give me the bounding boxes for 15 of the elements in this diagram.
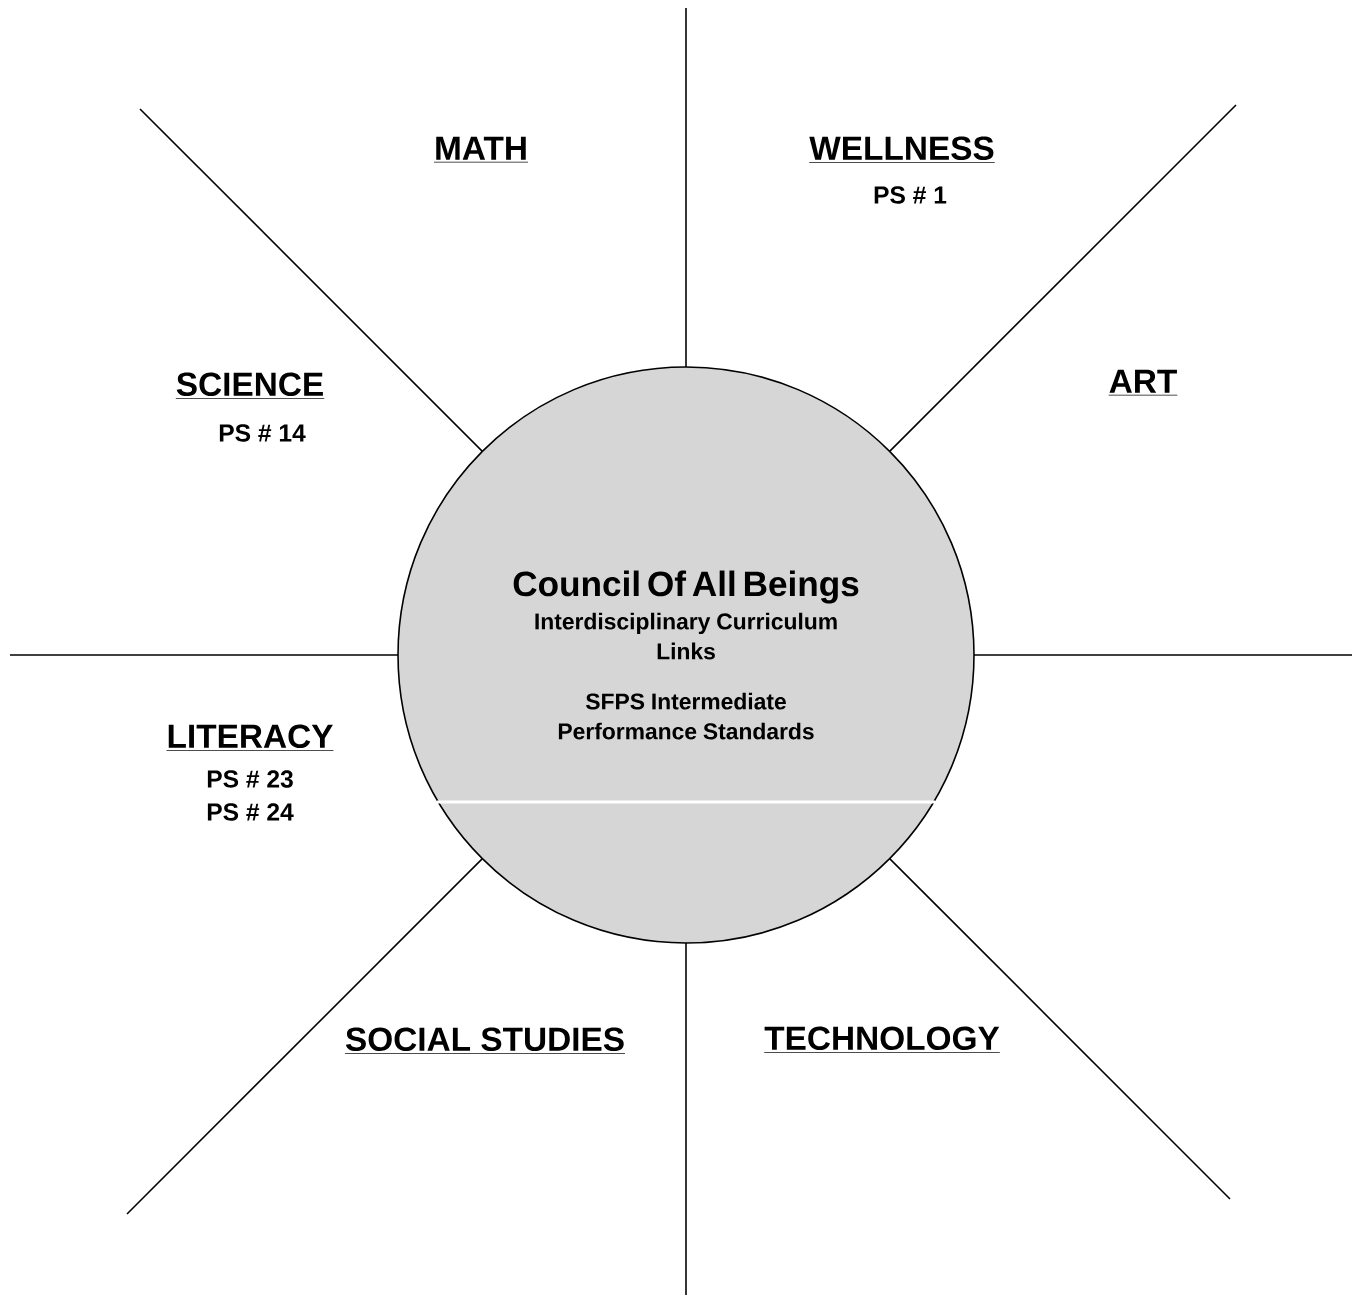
subject-heading: LITERACY (166, 724, 334, 751)
subject-heading: WELLNESS (808, 136, 996, 163)
node-label: Council Of All Beings (513, 570, 859, 604)
standard-number: PS # 23 (207, 770, 293, 788)
center-circle (397, 366, 975, 944)
node-label: Interdisciplinary Curriculum Links (535, 612, 837, 660)
subject-heading: SCIENCE (175, 372, 325, 399)
standard-number: PS # 1 (874, 186, 947, 204)
subject-heading: MATH (433, 136, 529, 163)
node-label: SFPS Intermediate Performance Standards (558, 692, 814, 740)
standard-number: PS # 14 (219, 424, 306, 442)
subject-heading: ART (1108, 369, 1178, 396)
standard-number: PS # 24 (207, 803, 294, 821)
subject-heading: SOCIAL STUDIES (344, 1027, 626, 1054)
subject-heading: TECHNOLOGY (763, 1026, 1001, 1053)
